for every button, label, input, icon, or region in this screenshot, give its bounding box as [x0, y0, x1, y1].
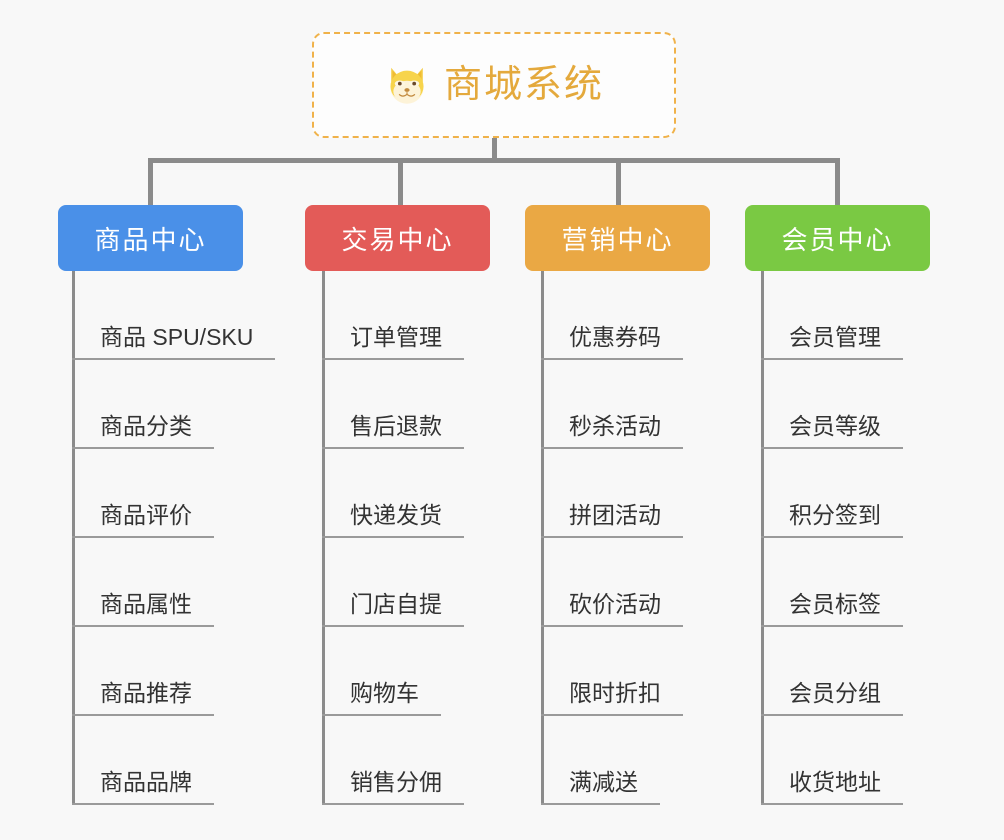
list-item[interactable]: 会员分组: [761, 627, 903, 716]
list-item-label: 会员分组: [761, 680, 903, 716]
list-item[interactable]: 售后退款: [322, 360, 464, 449]
list-item[interactable]: 订单管理: [322, 271, 464, 360]
column-4-items: 会员管理 会员等级 积分签到 会员标签 会员分组 收货地址: [761, 271, 903, 805]
list-item-label: 商品推荐: [72, 680, 214, 716]
root-node[interactable]: 商城系统: [312, 32, 676, 138]
list-item[interactable]: 限时折扣: [541, 627, 683, 716]
list-item[interactable]: 会员等级: [761, 360, 903, 449]
connector-drop-4: [835, 158, 840, 206]
list-item-label: 会员等级: [761, 413, 903, 449]
column-1: 商品中心: [58, 205, 243, 271]
list-item[interactable]: 会员标签: [761, 538, 903, 627]
list-item[interactable]: 门店自提: [322, 538, 464, 627]
list-item-label: 购物车: [322, 680, 441, 716]
list-item-label: 收货地址: [761, 769, 903, 805]
category-header-member-center[interactable]: 会员中心: [745, 205, 930, 271]
list-item[interactable]: 会员管理: [761, 271, 903, 360]
list-item-label: 售后退款: [322, 413, 464, 449]
category-header-trade-center[interactable]: 交易中心: [305, 205, 490, 271]
list-item-label: 会员管理: [761, 324, 903, 360]
connector-horizontal-bar: [148, 158, 840, 163]
list-item[interactable]: 商品评价: [72, 449, 275, 538]
list-item-label: 商品属性: [72, 591, 214, 627]
list-item[interactable]: 商品推荐: [72, 627, 275, 716]
list-item[interactable]: 拼团活动: [541, 449, 683, 538]
list-item-label: 限时折扣: [541, 680, 683, 716]
list-item-label: 商品品牌: [72, 769, 214, 805]
column-4: 会员中心: [745, 205, 930, 271]
list-item-label: 秒杀活动: [541, 413, 683, 449]
column-spine-4: [761, 271, 764, 805]
column-2: 交易中心: [305, 205, 490, 271]
category-header-marketing-center[interactable]: 营销中心: [525, 205, 710, 271]
list-item[interactable]: 销售分佣: [322, 716, 464, 805]
list-item-label: 门店自提: [322, 591, 464, 627]
column-spine-1: [72, 271, 75, 805]
list-item-label: 会员标签: [761, 591, 903, 627]
list-item[interactable]: 优惠券码: [541, 271, 683, 360]
list-item[interactable]: 秒杀活动: [541, 360, 683, 449]
column-2-items: 订单管理 售后退款 快递发货 门店自提 购物车 销售分佣: [322, 271, 464, 805]
column-3-items: 优惠券码 秒杀活动 拼团活动 砍价活动 限时折扣 满减送: [541, 271, 683, 805]
list-item[interactable]: 购物车: [322, 627, 464, 716]
column-1-items: 商品 SPU/SKU 商品分类 商品评价 商品属性 商品推荐 商品品牌: [72, 271, 276, 805]
list-item[interactable]: 砍价活动: [541, 538, 683, 627]
list-item-label: 满减送: [541, 769, 660, 805]
column-spine-3: [541, 271, 544, 805]
connector-drop-2: [398, 158, 403, 206]
connector-drop-3: [616, 158, 621, 206]
list-item[interactable]: 积分签到: [761, 449, 903, 538]
category-header-product-center[interactable]: 商品中心: [58, 205, 243, 271]
list-item-label: 商品分类: [72, 413, 214, 449]
list-item[interactable]: 商品品牌: [72, 716, 275, 805]
list-item-label: 销售分佣: [322, 769, 464, 805]
list-item[interactable]: 满减送: [541, 716, 683, 805]
column-3: 营销中心: [525, 205, 710, 271]
list-item-label: 商品评价: [72, 502, 214, 538]
list-item-label: 积分签到: [761, 502, 903, 538]
list-item[interactable]: 商品 SPU/SKU: [72, 271, 276, 360]
list-item[interactable]: 收货地址: [761, 716, 903, 805]
connector-stem: [492, 138, 497, 162]
list-item[interactable]: 商品分类: [72, 360, 275, 449]
connector-drop-1: [148, 158, 153, 206]
list-item[interactable]: 商品属性: [72, 538, 275, 627]
column-spine-2: [322, 271, 325, 805]
root-title: 商城系统: [443, 64, 604, 106]
list-item-label: 砍价活动: [541, 591, 683, 627]
shiba-dog-face-icon: [384, 62, 430, 108]
list-item-label: 订单管理: [322, 324, 464, 360]
list-item[interactable]: 快递发货: [322, 449, 464, 538]
list-item-label: 优惠券码: [541, 324, 683, 360]
list-item-label: 商品 SPU/SKU: [72, 324, 276, 360]
list-item-label: 快递发货: [322, 502, 464, 538]
list-item-label: 拼团活动: [541, 502, 683, 538]
